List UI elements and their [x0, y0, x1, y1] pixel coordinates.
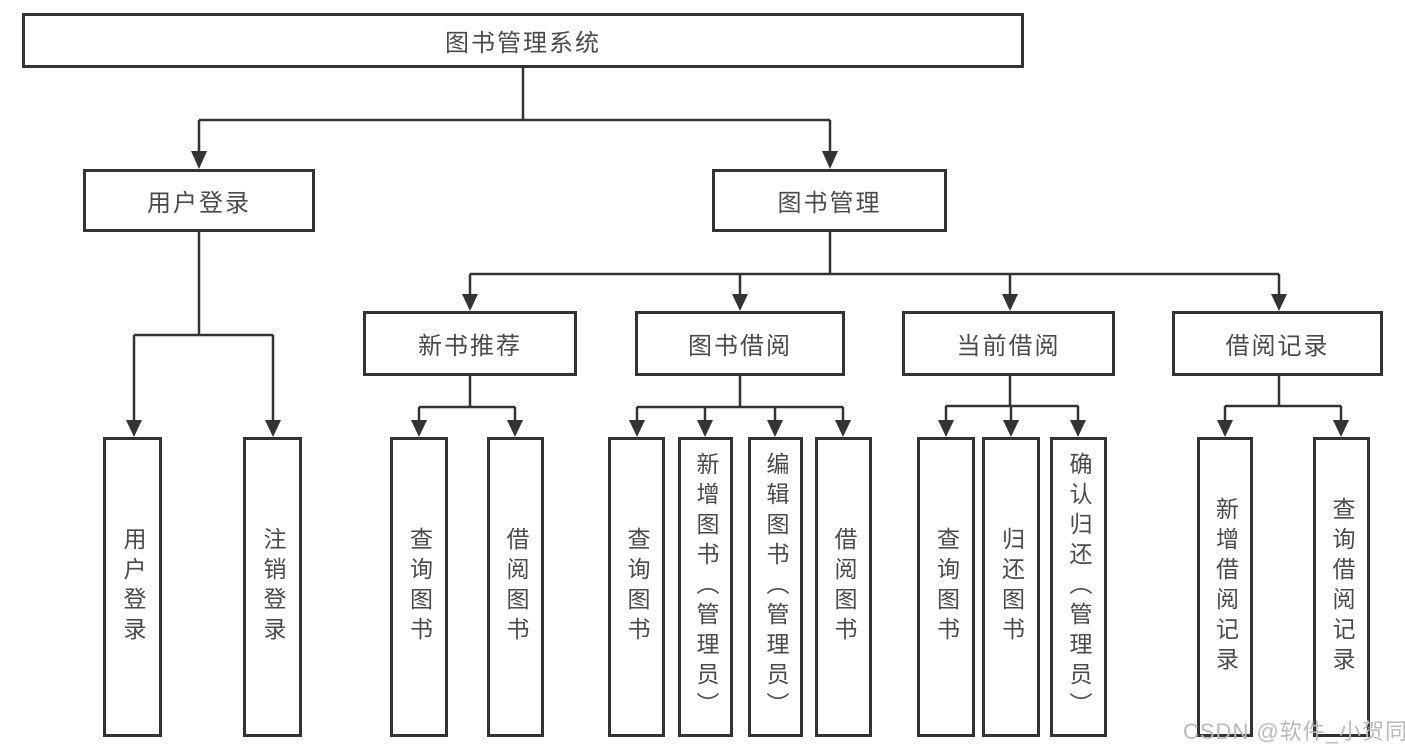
node-book-management-label: 图书管理: [777, 190, 882, 217]
leaf-user-login-label: 用户登录: [120, 527, 146, 647]
leaf-return-book-label: 归还图书: [998, 527, 1025, 647]
node-user-login: 用户登录: [83, 169, 315, 232]
node-borrow-records-label: 借阅记录: [1225, 333, 1330, 360]
leaf-logout: 注销登录: [243, 437, 302, 737]
node-book-borrow: 图书借阅: [635, 311, 845, 376]
csdn-watermark: CSDN @软件_小贺同学: [1183, 719, 1405, 744]
node-current-borrow: 当前借阅: [902, 311, 1115, 376]
leaf-query-books-1: 查询图书: [390, 437, 448, 737]
node-user-login-label: 用户登录: [147, 190, 251, 217]
leaf-query-books-2-label: 查询图书: [624, 527, 650, 647]
leaf-user-login: 用户登录: [103, 437, 162, 737]
leaf-edit-book-admin-label: 编辑图书（管理员）: [763, 452, 789, 722]
leaf-add-book-admin: 新增图书（管理员）: [678, 437, 733, 737]
leaf-query-books-3: 查询图书: [917, 437, 975, 737]
node-root-label: 图书管理系统: [445, 30, 601, 57]
leaf-borrow-books-1: 借阅图书: [487, 437, 544, 737]
node-book-management: 图书管理: [712, 169, 947, 232]
leaf-confirm-return-admin-label: 确认归还（管理员）: [1066, 452, 1092, 722]
leaf-borrow-books-2-label: 借阅图书: [831, 527, 857, 647]
node-borrow-records: 借阅记录: [1172, 311, 1383, 376]
leaf-borrow-books-2: 借阅图书: [815, 437, 872, 737]
node-current-borrow-label: 当前借阅: [956, 333, 1061, 360]
node-new-book-recommend: 新书推荐: [363, 311, 577, 376]
leaf-add-borrow-record: 新增借阅记录: [1197, 437, 1253, 737]
leaf-add-book-admin-label: 新增图书（管理员）: [693, 452, 719, 722]
node-new-book-recommend-label: 新书推荐: [418, 333, 522, 360]
leaf-query-books-3-label: 查询图书: [933, 527, 960, 647]
node-root: 图书管理系统: [22, 13, 1024, 68]
leaf-return-book: 归还图书: [982, 437, 1040, 737]
leaf-edit-book-admin: 编辑图书（管理员）: [748, 437, 803, 737]
leaf-add-borrow-record-label: 新增借阅记录: [1212, 497, 1239, 677]
leaf-query-borrow-record-label: 查询借阅记录: [1329, 497, 1355, 677]
leaf-query-books-2: 查询图书: [608, 437, 665, 737]
leaf-borrow-books-1-label: 借阅图书: [503, 527, 529, 647]
leaf-confirm-return-admin: 确认归还（管理员）: [1050, 437, 1107, 737]
node-book-borrow-label: 图书借阅: [688, 333, 792, 360]
leaf-query-books-1-label: 查询图书: [406, 527, 433, 647]
leaf-query-borrow-record: 查询借阅记录: [1313, 437, 1370, 737]
leaf-logout-label: 注销登录: [260, 527, 286, 647]
